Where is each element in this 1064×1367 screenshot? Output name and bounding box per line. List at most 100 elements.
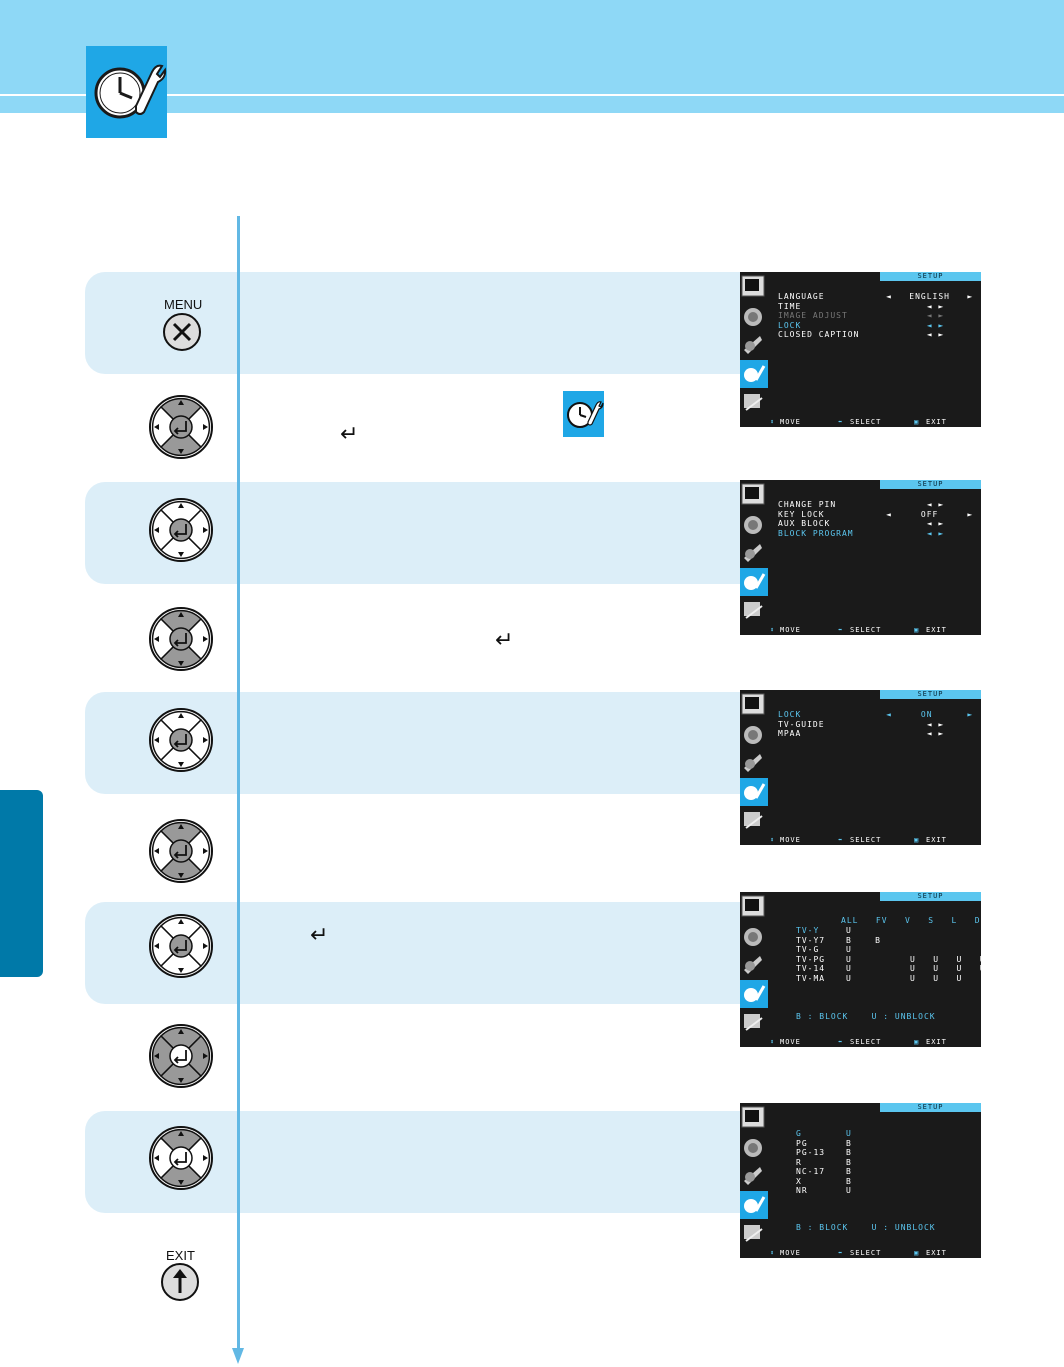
osd-footer: ⬍MOVE⬌SELECT▣EXIT xyxy=(770,1038,947,1046)
osd-row-closed-caption-value: ◄ ► xyxy=(886,330,945,339)
flow-line xyxy=(237,216,240,1352)
dpad-enter-icon xyxy=(149,498,213,562)
osd-row-tv-guide-value: ◄ ► xyxy=(886,719,945,729)
dpad-step-3[interactable] xyxy=(148,497,214,563)
osd-rating-nc-17: NC-17 xyxy=(796,1167,826,1176)
osd-row-block-program: BLOCK PROGRAM xyxy=(778,528,854,538)
dpad-step-8[interactable] xyxy=(148,1023,214,1089)
osd-rating-nc-17-value: B xyxy=(846,1167,852,1176)
arrow-up-icon xyxy=(161,1263,199,1301)
osd-row-image-adjust: IMAGE ADJUST xyxy=(778,311,848,320)
osd-rating-tv-y7-values: B B xyxy=(846,935,881,945)
osd-screen-tv-guide-ratings: SETUP ALL FV V S L D TV-Y U TV-Y7 B B TV… xyxy=(740,892,981,1047)
osd-footer: ⬍MOVE⬌SELECT▣EXIT xyxy=(770,418,947,426)
osd-rating-tv-14-values: U U U U U xyxy=(846,964,981,973)
osd-screen-lock-menu: SETUP CHANGE PIN ◄ ► KEY LOCK ◄ OFF ► AU… xyxy=(740,480,981,635)
osd-rating-tv-g-values: U xyxy=(846,945,852,954)
osd-legend: B : BLOCK U : UNBLOCK xyxy=(796,1223,936,1232)
osd-title: SETUP xyxy=(880,892,981,901)
osd-row-lock: LOCK xyxy=(778,710,802,719)
header-divider-line xyxy=(0,94,1064,96)
osd-row-lock-value: ◄ ON ► xyxy=(886,710,974,719)
dpad-step-9[interactable] xyxy=(148,1125,214,1191)
dpad-updown-icon xyxy=(149,1126,213,1190)
dpad-updown-icon xyxy=(149,395,213,459)
osd-footer: ⬍MOVE⬌SELECT▣EXIT xyxy=(770,1249,947,1257)
osd-row-image-adjust-value: ◄ ► xyxy=(886,311,945,320)
osd-row-change-pin-value: ◄ ► xyxy=(886,500,945,509)
osd-rating-tv-y: TV-Y xyxy=(796,926,820,935)
osd-rating-tv-ma-values: U U U U xyxy=(846,973,963,983)
dpad-all-directions-icon xyxy=(149,1024,213,1088)
osd-rating-r-value: B xyxy=(846,1157,852,1167)
chapter-side-tab xyxy=(0,790,43,977)
osd-screen-block-program: SETUP LOCK ◄ ON ► TV-GUIDE ◄ ► MPAA ◄ ► … xyxy=(740,690,981,845)
dpad-step-2[interactable] xyxy=(148,394,214,460)
dpad-step-5[interactable] xyxy=(148,707,214,773)
osd-title: SETUP xyxy=(880,480,981,489)
osd-row-lock-value: ◄ ► xyxy=(886,320,945,330)
osd-rating-x: X xyxy=(796,1176,802,1186)
dpad-enter-icon xyxy=(149,708,213,772)
setup-menu-icon xyxy=(563,391,604,437)
dpad-enter-icon xyxy=(149,914,213,978)
osd-row-key-lock-value: ◄ OFF ► xyxy=(886,509,974,519)
osd-row-key-lock: KEY LOCK xyxy=(778,509,825,519)
osd-row-lock: LOCK xyxy=(778,320,802,330)
osd-row-mpaa: MPAA xyxy=(778,729,802,738)
osd-title: SETUP xyxy=(880,1103,981,1112)
osd-menu-icon-strip xyxy=(740,1103,768,1258)
osd-rating-nr: NR xyxy=(796,1186,808,1195)
osd-ratings-header: ALL FV V S L D xyxy=(841,916,981,925)
osd-row-change-pin: CHANGE PIN xyxy=(778,500,837,509)
osd-rating-g-value: U xyxy=(846,1129,852,1138)
osd-screen-mpaa-ratings: SETUP G U PG B PG-13 B R B NC-17 B X B N… xyxy=(740,1103,981,1258)
enter-symbol-icon: ↵ xyxy=(310,923,329,948)
dpad-updown-icon xyxy=(149,607,213,671)
osd-footer: ⬍MOVE⬌SELECT▣EXIT xyxy=(770,626,947,634)
osd-row-closed-caption: CLOSED CAPTION xyxy=(778,330,860,339)
menu-button[interactable] xyxy=(162,312,202,352)
osd-row-language: LANGUAGE xyxy=(778,292,825,301)
osd-rating-tv-14: TV-14 xyxy=(796,964,826,973)
osd-title: SETUP xyxy=(880,690,981,699)
enter-symbol-icon: ↵ xyxy=(495,628,514,653)
osd-menu-icon-strip xyxy=(740,892,768,1047)
osd-row-aux-block: AUX BLOCK xyxy=(778,519,831,528)
dpad-step-7[interactable] xyxy=(148,913,214,979)
osd-rating-tv-g: TV-G xyxy=(796,945,820,954)
osd-rating-tv-pg: TV-PG xyxy=(796,954,826,964)
osd-row-block-program-value: ◄ ► xyxy=(886,528,945,538)
osd-menu-icon-strip xyxy=(740,690,768,845)
osd-row-tv-guide: TV-GUIDE xyxy=(778,719,825,729)
osd-row-time-value: ◄ ► xyxy=(886,301,945,311)
osd-rating-g: G xyxy=(796,1129,802,1138)
exit-button-label: EXIT xyxy=(166,1248,195,1263)
osd-legend: B : BLOCK U : UNBLOCK xyxy=(796,1012,936,1021)
osd-menu-icon-strip xyxy=(740,480,768,635)
osd-rating-tv-pg-values: U U U U U xyxy=(846,954,981,964)
dpad-step-6[interactable] xyxy=(148,818,214,884)
dpad-updown-icon xyxy=(149,819,213,883)
osd-screen-setup-main: SETUP LANGUAGE ◄ ENGLISH ► TIME ◄ ► IMAG… xyxy=(740,272,981,427)
exit-button[interactable] xyxy=(160,1262,200,1302)
osd-rating-tv-y7: TV-Y7 xyxy=(796,935,826,945)
osd-row-aux-block-value: ◄ ► xyxy=(886,519,945,528)
menu-button-label: MENU xyxy=(164,297,203,312)
osd-rating-pg-13: PG-13 xyxy=(796,1148,826,1157)
osd-rating-nr-value: U xyxy=(846,1186,852,1195)
osd-footer: ⬍MOVE⬌SELECT▣EXIT xyxy=(770,836,947,844)
osd-rating-tv-ma: TV-MA xyxy=(796,973,826,983)
osd-rating-pg-value: B xyxy=(846,1138,852,1148)
osd-rating-tv-y-values: U xyxy=(846,926,852,935)
dpad-step-4[interactable] xyxy=(148,606,214,672)
osd-rating-x-value: B xyxy=(846,1176,852,1186)
flow-arrow-icon xyxy=(232,1348,244,1364)
enter-symbol-icon: ↵ xyxy=(340,422,359,447)
osd-title: SETUP xyxy=(880,272,981,281)
osd-row-time: TIME xyxy=(778,301,802,311)
osd-rating-pg-13-value: B xyxy=(846,1148,852,1157)
osd-row-language-value: ◄ ENGLISH ► xyxy=(886,292,974,301)
osd-rating-pg: PG xyxy=(796,1138,808,1148)
close-x-icon xyxy=(163,313,201,351)
